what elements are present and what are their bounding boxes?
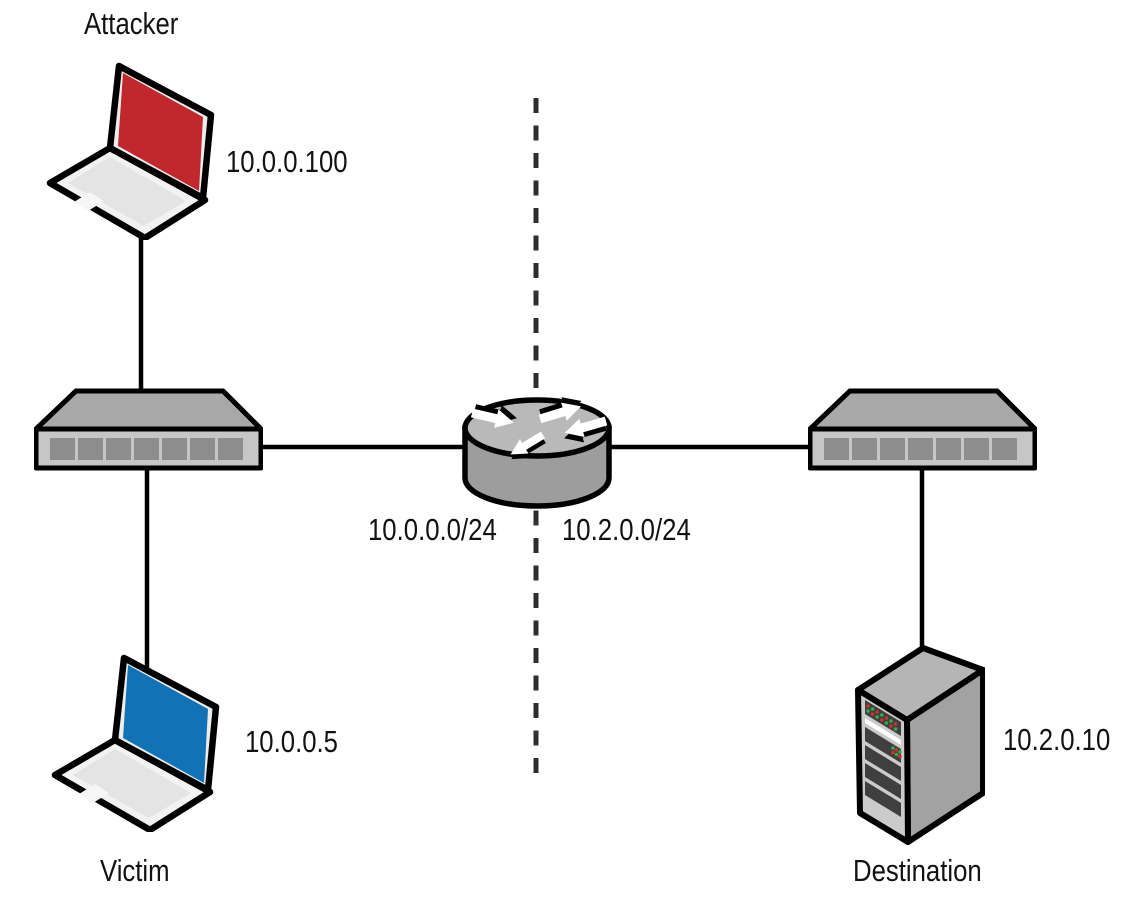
attacker-ip-label: 10.0.0.100: [226, 144, 348, 179]
laptop-trackpad: [74, 192, 104, 211]
destination-label: Destination: [853, 853, 982, 888]
victim-label: Victim: [100, 853, 170, 888]
switch-top: [34, 388, 263, 432]
server-led-lights-green: [866, 707, 902, 757]
server-led-lights-red: [866, 704, 902, 759]
switch-top: [808, 388, 1037, 432]
left-subnet-label: 10.0.0.0/24: [368, 512, 497, 547]
destination-server-icon: [855, 645, 985, 845]
attacker-label: Attacker: [84, 6, 179, 41]
server-divider-strip: [865, 718, 901, 745]
right-subnet-label: 10.2.0.0/24: [562, 512, 691, 547]
switch-ports: [50, 438, 243, 460]
victim-laptop-screen: [123, 665, 208, 783]
router-icon: [462, 396, 612, 509]
right-switch-icon: [808, 388, 1037, 471]
destination-ip-label: 10.2.0.10: [1003, 722, 1111, 757]
victim-laptop-icon: [51, 654, 220, 832]
laptop-keyboard: [73, 749, 191, 818]
attacker-laptop-icon: [46, 62, 215, 240]
laptop-keyboard: [68, 157, 186, 226]
left-switch-icon: [34, 388, 263, 471]
switch-ports: [824, 438, 1017, 460]
victim-ip-label: 10.0.0.5: [245, 724, 338, 759]
attacker-laptop-screen: [118, 73, 203, 191]
laptop-trackpad: [79, 784, 109, 803]
